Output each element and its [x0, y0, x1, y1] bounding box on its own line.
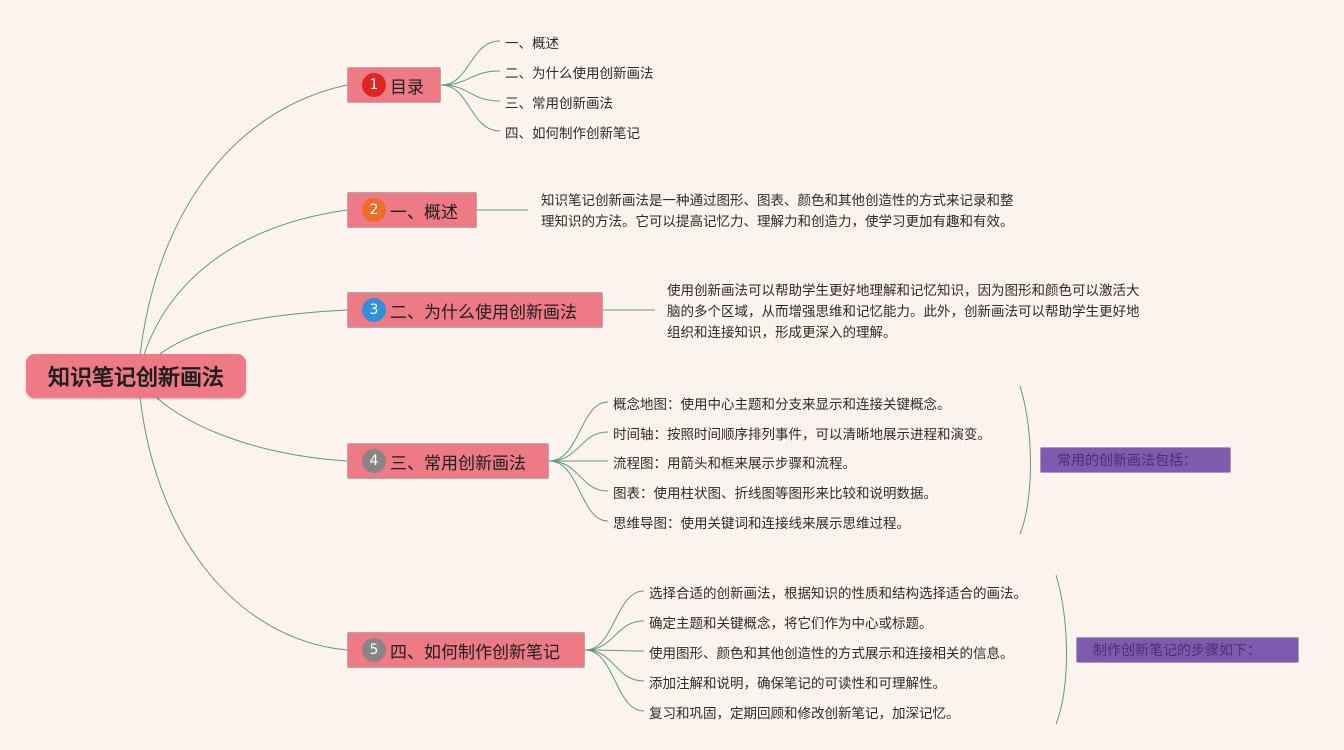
- steps-summary[interactable]: 制作创新笔记的步骤如下：: [1076, 637, 1299, 663]
- link-root-steps: [137, 375, 348, 651]
- branch-label: 二、为什么使用创新画法: [390, 302, 577, 323]
- root-node[interactable]: 知识笔记创新画法: [26, 354, 246, 398]
- number-badge-1: 1: [362, 73, 386, 97]
- number-badge-5: 5: [362, 638, 386, 662]
- why-line: 使用创新画法可以帮助学生更好地理解和记忆知识，因为图形和颜色可以激活大: [667, 283, 1140, 299]
- steps-brace: [1055, 574, 1067, 725]
- overview-text[interactable]: 知识笔记创新画法是一种通过图形、图表、颜色和其他创造性的方式来记录和整 理知识的…: [541, 191, 1041, 233]
- branch-steps[interactable]: 5 四、如何制作创新笔记: [347, 632, 585, 668]
- toc-item[interactable]: 二、为什么使用创新画法: [505, 66, 654, 82]
- branch-why[interactable]: 3 二、为什么使用创新画法: [347, 292, 603, 328]
- methods-brace: [1019, 385, 1031, 535]
- step-item[interactable]: 复习和巩固，定期回顾和修改创新笔记，加深记忆。: [649, 706, 960, 722]
- overview-line: 理知识的方法。它可以提高记忆力、理解力和创造力，使学习更加有趣和有效。: [541, 214, 1014, 230]
- methods-summary[interactable]: 常用的创新画法包括：: [1040, 447, 1231, 473]
- root-label: 知识笔记创新画法: [47, 366, 224, 391]
- overview-line: 知识笔记创新画法是一种通过图形、图表、颜色和其他创造性的方式来记录和整: [541, 193, 1014, 209]
- method-item[interactable]: 概念地图：使用中心主题和分支来显示和连接关键概念。: [613, 397, 951, 413]
- branch-label: 一、概述: [390, 202, 458, 223]
- step-item[interactable]: 选择合适的创新画法，根据知识的性质和结构选择适合的画法。: [649, 586, 1027, 602]
- link-root-toc: [137, 84, 348, 377]
- why-line: 组织和连接知识，形成更深入的理解。: [667, 325, 897, 341]
- toc-item[interactable]: 一、概述: [505, 36, 559, 52]
- method-item[interactable]: 思维导图：使用关键词和连接线来展示思维过程。: [613, 516, 910, 532]
- step-item[interactable]: 添加注解和说明，确保笔记的可读性和可理解性。: [649, 676, 946, 692]
- toc-item[interactable]: 四、如何制作创新笔记: [505, 126, 640, 142]
- branch-label: 目录: [390, 77, 424, 98]
- summary-label: 常用的创新画法包括：: [1057, 453, 1197, 469]
- why-text[interactable]: 使用创新画法可以帮助学生更好地理解和记忆知识，因为图形和颜色可以激活大 脑的多个…: [667, 281, 1167, 344]
- branch-overview[interactable]: 2 一、概述: [347, 192, 477, 228]
- step-item[interactable]: 确定主题和关键概念，将它们作为中心或标题。: [649, 616, 933, 632]
- branch-toc[interactable]: 1 目录: [347, 67, 441, 103]
- number-badge-3: 3: [362, 298, 386, 322]
- step-item[interactable]: 使用图形、颜色和其他创造性的方式展示和连接相关的信息。: [649, 646, 1014, 662]
- branch-methods[interactable]: 4 三、常用创新画法: [347, 443, 549, 479]
- toc-item[interactable]: 三、常用创新画法: [505, 96, 613, 112]
- link-root-overview: [137, 209, 348, 377]
- why-line: 脑的多个区域，从而增强思维和记忆能力。此外，创新画法可以帮助学生更好地: [667, 304, 1140, 320]
- method-item[interactable]: 图表：使用柱状图、折线图等图形来比较和说明数据。: [613, 486, 937, 502]
- number-badge-2: 2: [362, 198, 386, 222]
- branch-label: 三、常用创新画法: [390, 453, 526, 474]
- summary-label: 制作创新笔记的步骤如下：: [1093, 643, 1261, 659]
- method-item[interactable]: 时间轴：按照时间顺序排列事件，可以清晰地展示进程和演变。: [613, 427, 991, 443]
- number-badge-4: 4: [362, 449, 386, 473]
- branch-label: 四、如何制作创新笔记: [390, 642, 560, 663]
- method-item[interactable]: 流程图：用箭头和框来展示步骤和流程。: [613, 456, 856, 472]
